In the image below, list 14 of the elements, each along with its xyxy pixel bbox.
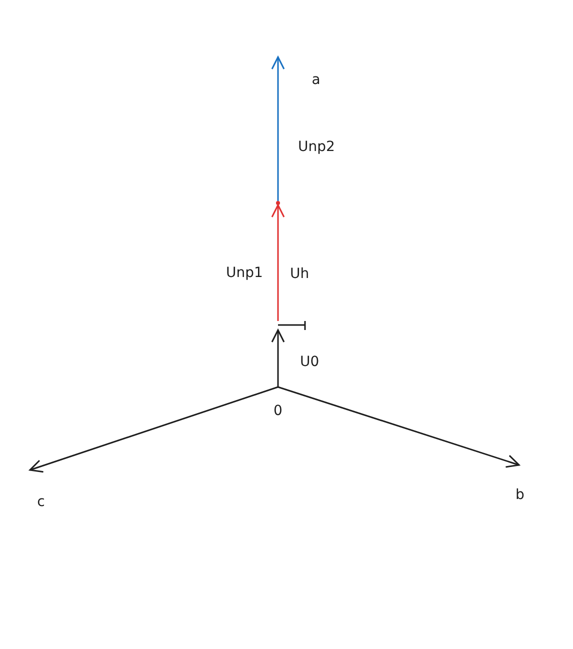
phase-label: b — [514, 487, 526, 503]
edge-label: Uh — [290, 266, 310, 282]
edge-label: Unp2 — [298, 139, 335, 155]
phase-label: c — [36, 494, 46, 510]
edge-label: U0 — [300, 354, 320, 370]
phasor-arrow — [29, 386, 278, 473]
origin-label: 0 — [272, 403, 284, 419]
phasor-arrow — [271, 329, 285, 387]
phase-label: a — [310, 72, 322, 88]
junction-point — [276, 201, 280, 205]
phasor-arrow — [271, 56, 285, 201]
phasor-arrow — [278, 386, 520, 468]
vector-label: Unp1 — [226, 265, 263, 281]
phasor-arrow — [271, 204, 285, 321]
